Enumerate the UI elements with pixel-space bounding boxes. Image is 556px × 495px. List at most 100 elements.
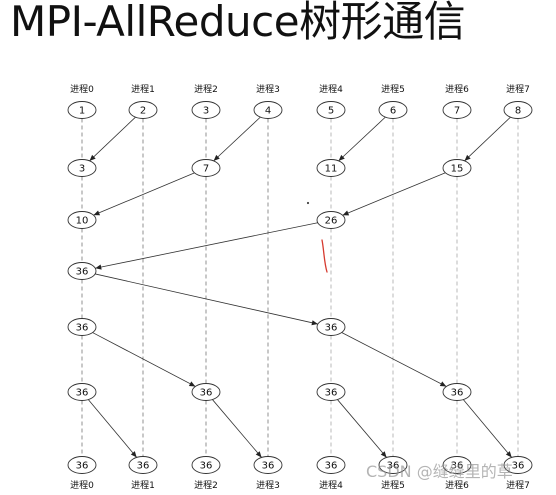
arrowhead-0	[89, 154, 96, 161]
node-ellipse	[253, 456, 283, 474]
process-label-bottom-1: 进程1	[131, 480, 155, 491]
node-broadcast-step-1-process-0: 36	[67, 318, 97, 336]
process-label-bottom-3: 进程3	[256, 480, 280, 491]
node-ellipse	[191, 383, 221, 401]
node-ellipse	[67, 211, 97, 229]
node-value: 36	[512, 461, 525, 472]
node-ellipse	[442, 159, 472, 177]
arrow-4	[93, 172, 195, 216]
communication-edges	[88, 116, 512, 458]
arrowhead-2	[338, 154, 345, 161]
node-ellipse	[67, 456, 97, 474]
arrow-9	[341, 332, 447, 387]
node-initial-process-0: 1	[67, 101, 97, 119]
arrow-8	[92, 332, 196, 387]
node-value: 36	[137, 461, 150, 472]
node-ellipse	[128, 456, 158, 474]
arrow-13	[463, 399, 512, 458]
node-ellipse	[253, 101, 283, 119]
node-value: 5	[328, 106, 334, 117]
node-ellipse	[442, 101, 472, 119]
red-pen-mark	[321, 239, 328, 273]
node-initial-process-4: 5	[316, 101, 346, 119]
node-broadcast-step-2-process-2: 36	[191, 383, 221, 401]
node-value: 1	[79, 106, 85, 117]
process-label-top-3: 进程3	[256, 84, 280, 95]
node-value: 7	[454, 106, 460, 117]
process-label-top-0: 进程0	[70, 84, 94, 95]
node-ellipse	[503, 101, 533, 119]
node-initial-process-6: 7	[442, 101, 472, 119]
node-ellipse	[378, 456, 408, 474]
arrowhead-11	[255, 451, 262, 458]
node-value: 15	[451, 164, 464, 175]
arrow-12	[337, 399, 387, 458]
arrowhead-9	[439, 381, 447, 387]
node-value: 36	[325, 461, 338, 472]
process-label-top-2: 进程2	[194, 84, 218, 95]
node-value: 36	[76, 267, 89, 278]
node-value: 6	[390, 106, 396, 117]
node-value: 4	[265, 106, 271, 117]
node-broadcast-step-3-process-2: 36	[191, 456, 221, 474]
arrowhead-13	[505, 451, 512, 458]
node-ellipse	[316, 456, 346, 474]
node-reduce-step-2-process-4: 26	[316, 211, 346, 229]
node-ellipse	[191, 456, 221, 474]
node-ellipse	[442, 383, 472, 401]
node-value: 36	[200, 461, 213, 472]
arrow-11	[212, 399, 262, 458]
annotation-marks	[306, 201, 328, 273]
node-broadcast-step-3-process-3: 36	[253, 456, 283, 474]
arrowhead-7	[311, 320, 318, 326]
arrowhead-10	[130, 451, 137, 458]
node-value: 10	[76, 216, 89, 227]
node-ellipse	[67, 318, 97, 336]
node-broadcast-step-3-process-4: 36	[316, 456, 346, 474]
process-label-bottom-7: 进程7	[506, 480, 530, 491]
process-label-bottom-0: 进程0	[70, 480, 94, 491]
node-value: 36	[262, 461, 275, 472]
arrow-5	[342, 172, 446, 216]
node-value: 8	[515, 106, 521, 117]
node-ellipse	[67, 383, 97, 401]
node-reduce-step-1-process-4: 11	[316, 159, 346, 177]
node-ellipse	[191, 101, 221, 119]
arrowhead-8	[188, 381, 196, 387]
node-ellipse	[67, 159, 97, 177]
node-ellipse	[316, 383, 346, 401]
node-broadcast-step-3-process-7: 36	[503, 456, 533, 474]
arrow-7	[95, 273, 318, 325]
arrow-1	[213, 116, 261, 162]
process-label-bottom-4: 进程4	[319, 480, 343, 491]
process-label-bottom-6: 进程6	[445, 480, 469, 491]
process-label-top-1: 进程1	[131, 84, 155, 95]
node-reduce-step-3-process-0: 36	[67, 262, 97, 280]
process-label-bottom-2: 进程2	[194, 480, 218, 491]
node-ellipse	[316, 318, 346, 336]
process-label-top-4: 进程4	[319, 84, 343, 95]
node-value: 36	[325, 388, 338, 399]
arrow-6	[95, 222, 318, 269]
process-label-top-5: 进程5	[381, 84, 405, 95]
node-value: 36	[76, 461, 89, 472]
arrowhead-5	[342, 210, 350, 216]
node-broadcast-step-1-process-4: 36	[316, 318, 346, 336]
node-value: 36	[76, 323, 89, 334]
arrow-3	[464, 116, 511, 162]
arrow-10	[88, 399, 137, 458]
arrowhead-4	[93, 210, 101, 216]
node-initial-process-7: 8	[503, 101, 533, 119]
page-title: MPI-AllReduce树形通信	[10, 0, 466, 46]
arrow-0	[89, 116, 136, 162]
process-label-bottom-5: 进程5	[381, 480, 405, 491]
node-ellipse	[503, 456, 533, 474]
node-reduce-step-1-process-0: 3	[67, 159, 97, 177]
node-value: 2	[140, 106, 146, 117]
node-value: 36	[76, 388, 89, 399]
node-value: 36	[200, 388, 213, 399]
watermark: CSDN @缝缝里的草	[366, 462, 513, 481]
node-broadcast-step-3-process-5: 36	[378, 456, 408, 474]
node-reduce-step-1-process-6: 15	[442, 159, 472, 177]
